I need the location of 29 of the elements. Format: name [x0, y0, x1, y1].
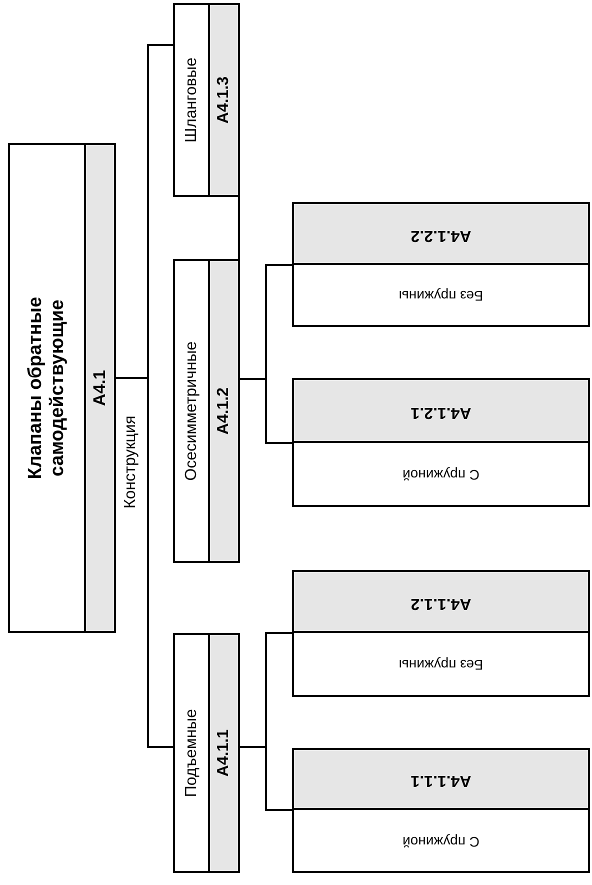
category-name: С пружиной — [402, 833, 480, 850]
category-name: Без пружины — [398, 288, 484, 304]
category-box — [173, 633, 240, 873]
connector-line — [240, 264, 292, 380]
category-code: A4.1.2.1 — [410, 402, 472, 421]
category-name: Шланговые — [182, 58, 200, 142]
category-code: A4.1.2 — [214, 387, 233, 435]
category-code: A4.1.3 — [214, 76, 233, 124]
category-box — [173, 3, 240, 197]
connector-line — [238, 197, 240, 259]
connector-line — [116, 44, 173, 379]
category-name: Осесимметричные — [182, 341, 200, 481]
category-name: Без пружины — [398, 656, 484, 674]
category-name: Клапаны обратные самодействующие — [25, 296, 69, 482]
category-box — [292, 570, 590, 697]
category-box — [292, 378, 590, 507]
category-box — [292, 202, 590, 327]
branch-label: Конструкция — [122, 416, 140, 508]
connector-line — [240, 632, 292, 748]
category-code: A4.1.2.2 — [410, 226, 472, 244]
category-box — [173, 259, 240, 563]
category-box — [8, 143, 116, 633]
category-box — [292, 748, 590, 873]
category-name: Подъемные — [182, 708, 200, 798]
category-code: A4.1.1.1 — [410, 771, 472, 790]
category-code: A4.1.1 — [214, 729, 233, 777]
category-name: С пружиной — [402, 466, 480, 484]
category-code: A4.1 — [90, 370, 110, 406]
category-code: A4.1.1.2 — [410, 594, 472, 612]
